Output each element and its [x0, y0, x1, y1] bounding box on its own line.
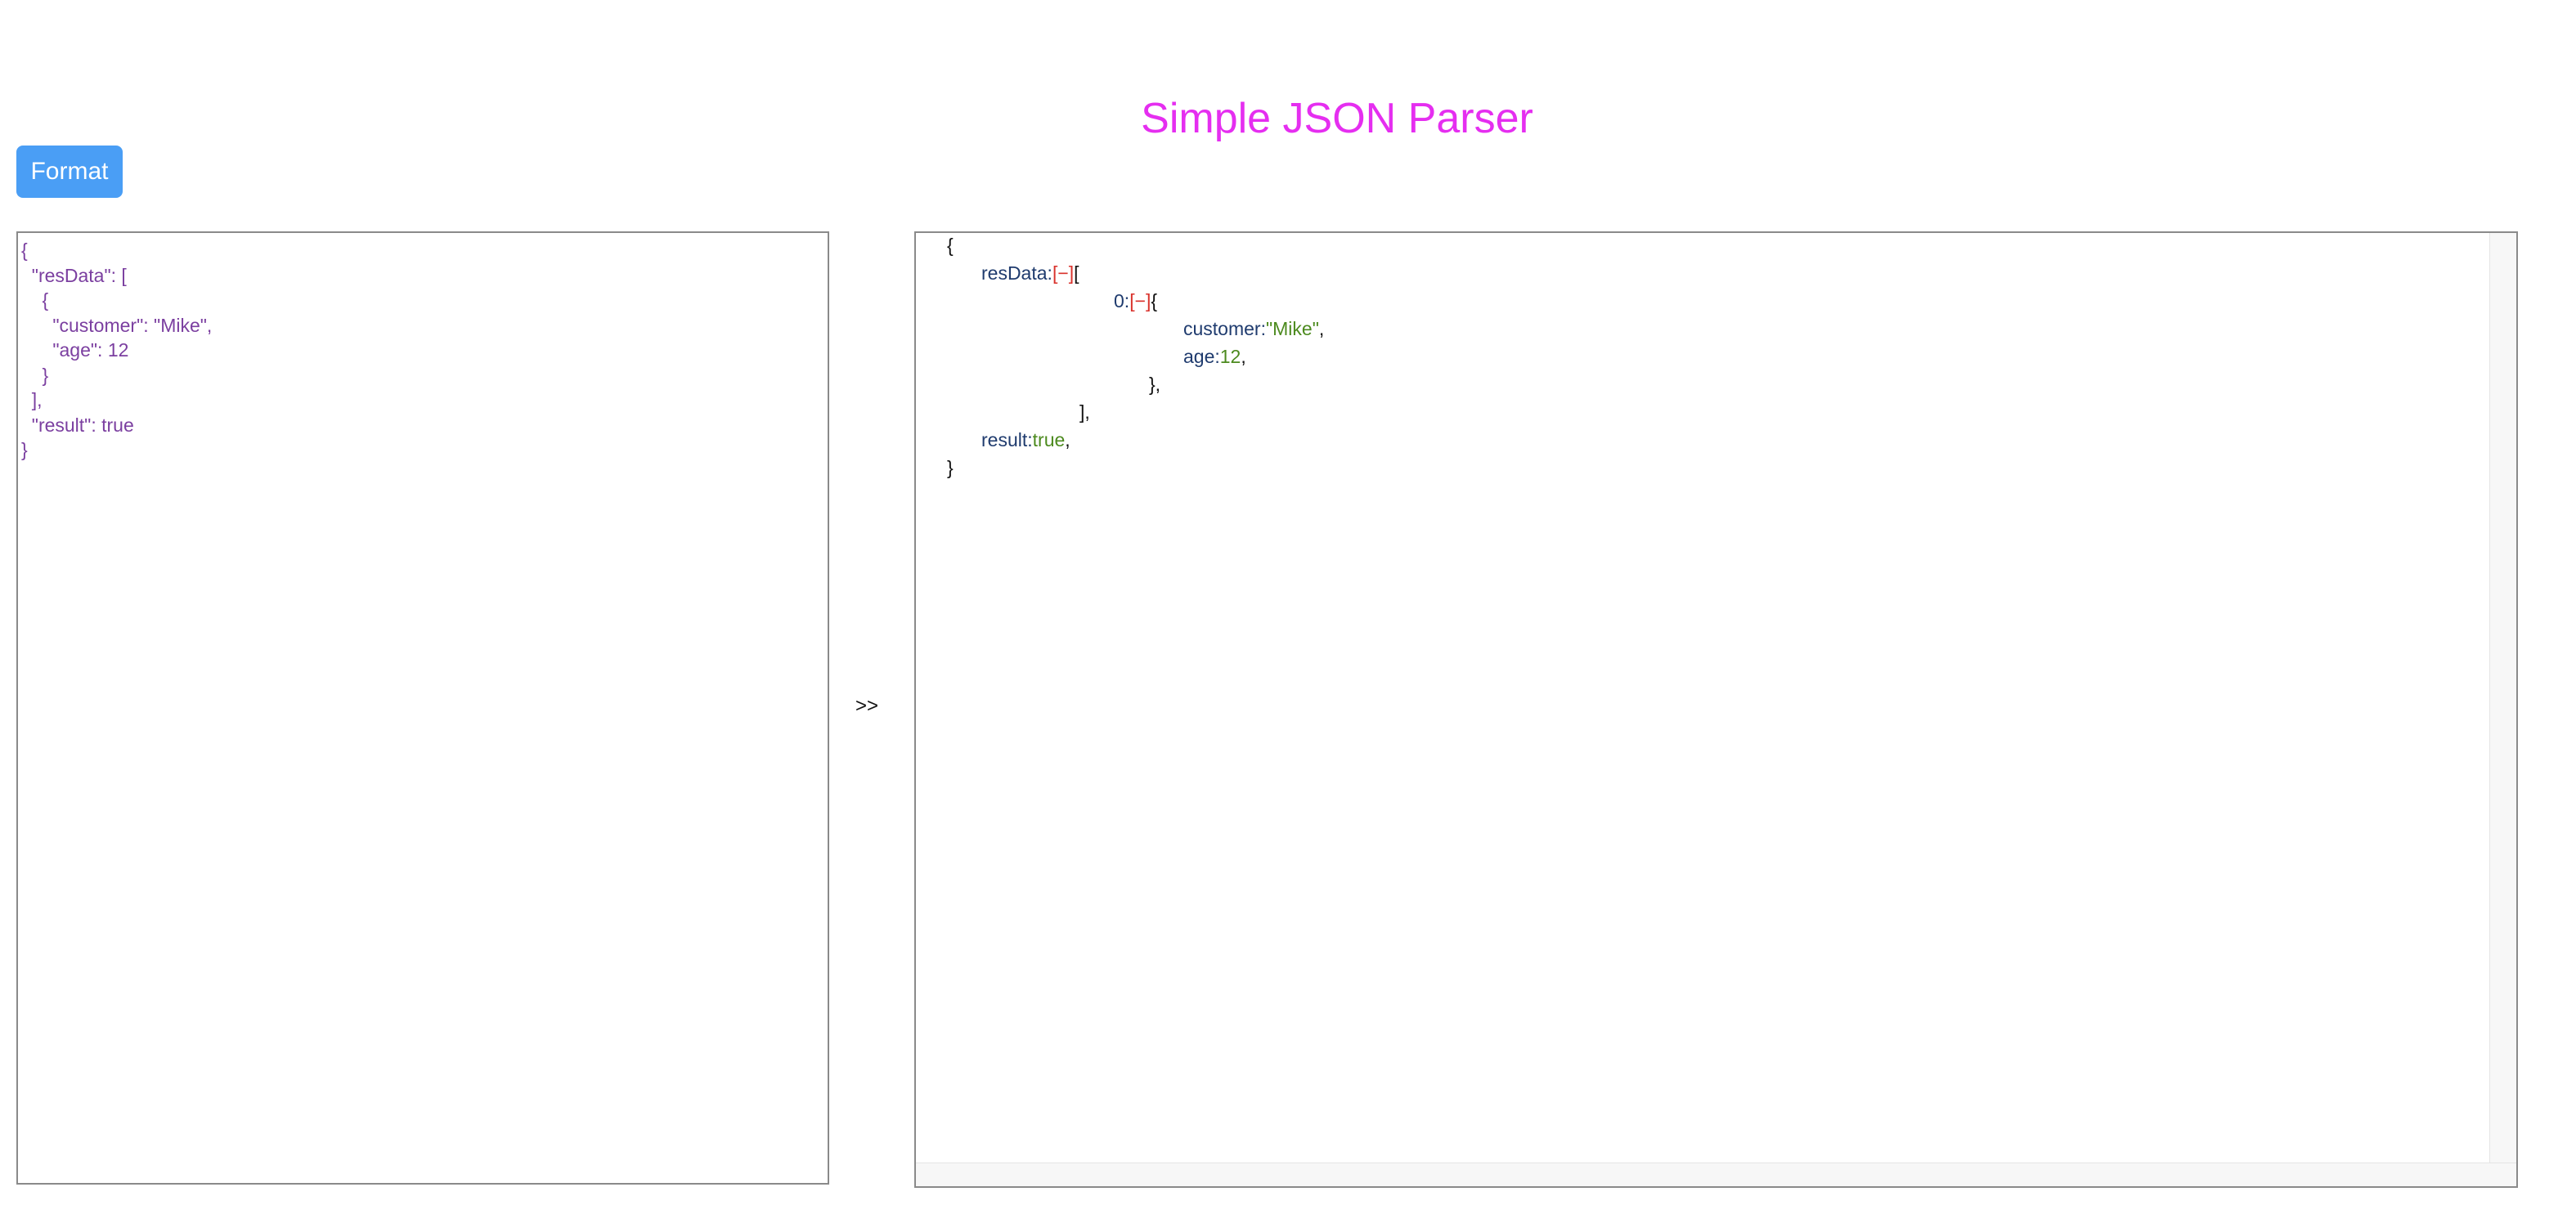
comma: , — [1318, 318, 1325, 339]
result-value: true — [1032, 429, 1066, 450]
result-key: result — [981, 429, 1028, 450]
format-button[interactable]: Format — [16, 146, 123, 198]
colon: : — [1260, 318, 1266, 339]
item0-key: 0 — [1114, 290, 1124, 311]
tree-line-root-open: { — [947, 233, 954, 258]
tree-line-item0: 0:[−]{ — [1114, 289, 1157, 313]
horizontal-scrollbar[interactable] — [916, 1163, 2516, 1186]
customer-value: "Mike" — [1265, 318, 1319, 339]
convert-arrow: >> — [855, 695, 879, 717]
json-input-pane — [16, 231, 829, 1185]
array-open-bracket: [ — [1074, 262, 1079, 284]
comma: , — [1241, 346, 1246, 367]
colon: : — [1047, 262, 1052, 284]
comma: , — [1065, 429, 1070, 450]
customer-key: customer — [1183, 318, 1261, 339]
array-close-bracket: ], — [1079, 401, 1090, 423]
age-key: age — [1183, 346, 1215, 367]
colon: : — [1214, 346, 1220, 367]
root-open-brace: { — [947, 235, 954, 256]
tree-line-root-close: } — [947, 455, 954, 480]
object-close-brace: }, — [1149, 374, 1161, 395]
resdata-collapse-toggle[interactable]: [−] — [1052, 262, 1075, 284]
object-open-brace: { — [1151, 290, 1158, 311]
resdata-key: resData — [981, 262, 1048, 284]
tree-line-age: age:12, — [1183, 344, 1246, 369]
page-title: Simple JSON Parser — [1141, 95, 1533, 142]
tree-line-result: result:true, — [981, 428, 1070, 452]
json-output-pane: { resData:[−][ 0:[−]{ customer:"Mike", a… — [914, 231, 2518, 1188]
colon: : — [1124, 290, 1130, 311]
colon: : — [1027, 429, 1033, 450]
tree-line-array-close: ], — [1079, 400, 1090, 424]
root-close-brace: } — [947, 457, 954, 478]
tree-line-object-close: }, — [1149, 372, 1160, 396]
vertical-scrollbar[interactable] — [2489, 233, 2516, 1165]
json-input-textarea[interactable] — [18, 233, 828, 1183]
item0-collapse-toggle[interactable]: [−] — [1129, 290, 1151, 311]
tree-line-customer: customer:"Mike", — [1183, 316, 1324, 341]
age-value: 12 — [1219, 346, 1241, 367]
tree-line-resdata: resData:[−][ — [981, 261, 1079, 285]
